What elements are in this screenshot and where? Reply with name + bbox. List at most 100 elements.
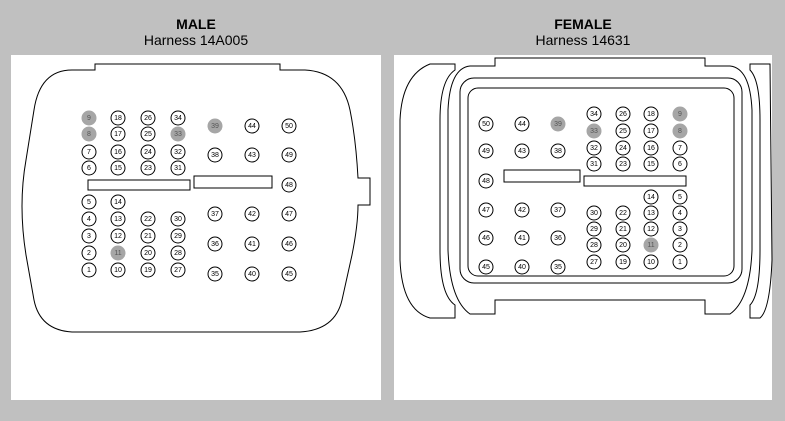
female-pin-45: 45 [478, 259, 494, 275]
female-pin-19: 19 [615, 254, 631, 270]
male-pin-13: 13 [110, 211, 126, 227]
female-pin-label: 47 [482, 207, 490, 214]
male-pin-label: 7 [87, 149, 91, 156]
male-pin-label: 28 [174, 250, 182, 257]
male-pin-label: 31 [174, 165, 182, 172]
female-pin-label: 45 [482, 264, 490, 271]
female-pin-label: 3 [678, 226, 682, 233]
male-pin-label: 18 [114, 115, 122, 122]
male-pin-label: 39 [211, 123, 219, 130]
female-pin-label: 20 [619, 242, 627, 249]
female-pin-label: 37 [554, 207, 562, 214]
female-pin-37: 37 [550, 202, 566, 218]
male-pin-33: 33 [170, 126, 186, 142]
male-pin-28: 28 [170, 245, 186, 261]
female-pin-label: 18 [647, 111, 655, 118]
female-pin-label: 27 [590, 259, 598, 266]
male-pin-40: 40 [244, 266, 260, 282]
female-pin-12: 12 [643, 221, 659, 237]
female-pin-label: 31 [590, 161, 598, 168]
female-pin-label: 25 [619, 128, 627, 135]
male-pin-12: 12 [110, 228, 126, 244]
male-pin-24: 24 [140, 144, 156, 160]
male-pin-label: 35 [211, 271, 219, 278]
female-pin-label: 39 [554, 121, 562, 128]
male-pin-8: 8 [81, 126, 97, 142]
female-pin-18: 18 [643, 106, 659, 122]
male-pin-16: 16 [110, 144, 126, 160]
female-pin-1: 1 [672, 254, 688, 270]
male-pin-22: 22 [140, 211, 156, 227]
male-key-slot-right [193, 175, 273, 189]
female-pin-label: 13 [647, 210, 655, 217]
female-pin-label: 23 [619, 161, 627, 168]
female-pin-label: 38 [554, 148, 562, 155]
female-pin-43: 43 [514, 143, 530, 159]
male-pin-5: 5 [81, 194, 97, 210]
male-pin-9: 9 [81, 110, 97, 126]
female-pin-label: 15 [647, 161, 655, 168]
male-pin-label: 41 [248, 241, 256, 248]
female-pin-label: 44 [518, 121, 526, 128]
female-pin-label: 14 [647, 194, 655, 201]
male-pin-3: 3 [81, 228, 97, 244]
male-pin-36: 36 [207, 236, 223, 252]
female-key-slot-left [503, 169, 581, 183]
female-pin-label: 43 [518, 148, 526, 155]
female-pin-24: 24 [615, 140, 631, 156]
male-pin-41: 41 [244, 236, 260, 252]
female-pin-7: 7 [672, 140, 688, 156]
female-pin-label: 30 [590, 210, 598, 217]
male-pin-37: 37 [207, 206, 223, 222]
male-pin-7: 7 [81, 144, 97, 160]
female-pin-label: 29 [590, 226, 598, 233]
male-pin-26: 26 [140, 110, 156, 126]
male-pin-label: 38 [211, 152, 219, 159]
female-pin-label: 6 [678, 161, 682, 168]
male-pin-30: 30 [170, 211, 186, 227]
male-pin-label: 14 [114, 199, 122, 206]
male-pin-label: 16 [114, 149, 122, 156]
male-pin-27: 27 [170, 262, 186, 278]
female-pin-label: 33 [590, 128, 598, 135]
male-pin-label: 3 [87, 233, 91, 240]
male-pin-19: 19 [140, 262, 156, 278]
female-pin-28: 28 [586, 237, 602, 253]
female-pin-6: 6 [672, 156, 688, 172]
female-pin-label: 26 [619, 111, 627, 118]
male-pin-label: 6 [87, 165, 91, 172]
female-pin-8: 8 [672, 123, 688, 139]
female-pin-21: 21 [615, 221, 631, 237]
male-pin-label: 37 [211, 211, 219, 218]
female-pin-label: 16 [647, 145, 655, 152]
female-pin-35: 35 [550, 259, 566, 275]
female-pin-label: 2 [678, 242, 682, 249]
male-pin-1: 1 [81, 262, 97, 278]
female-pin-label: 34 [590, 111, 598, 118]
male-pin-23: 23 [140, 160, 156, 176]
male-pin-44: 44 [244, 118, 260, 134]
female-pin-23: 23 [615, 156, 631, 172]
male-pin-11: 11 [110, 245, 126, 261]
female-pin-44: 44 [514, 116, 530, 132]
female-pin-34: 34 [586, 106, 602, 122]
female-pin-42: 42 [514, 202, 530, 218]
male-pin-49: 49 [281, 147, 297, 163]
male-pin-label: 21 [144, 233, 152, 240]
male-pin-label: 20 [144, 250, 152, 257]
female-pin-47: 47 [478, 202, 494, 218]
female-pin-label: 35 [554, 264, 562, 271]
male-pin-43: 43 [244, 147, 260, 163]
female-pin-label: 36 [554, 235, 562, 242]
male-pin-34: 34 [170, 110, 186, 126]
male-pin-label: 43 [248, 152, 256, 159]
female-pin-16: 16 [643, 140, 659, 156]
female-pin-label: 11 [647, 242, 654, 249]
female-pin-49: 49 [478, 143, 494, 159]
male-pin-label: 32 [174, 149, 182, 156]
male-pin-label: 46 [285, 241, 293, 248]
female-key-slot-right [583, 175, 687, 187]
female-pin-label: 41 [518, 235, 526, 242]
male-pin-35: 35 [207, 266, 223, 282]
